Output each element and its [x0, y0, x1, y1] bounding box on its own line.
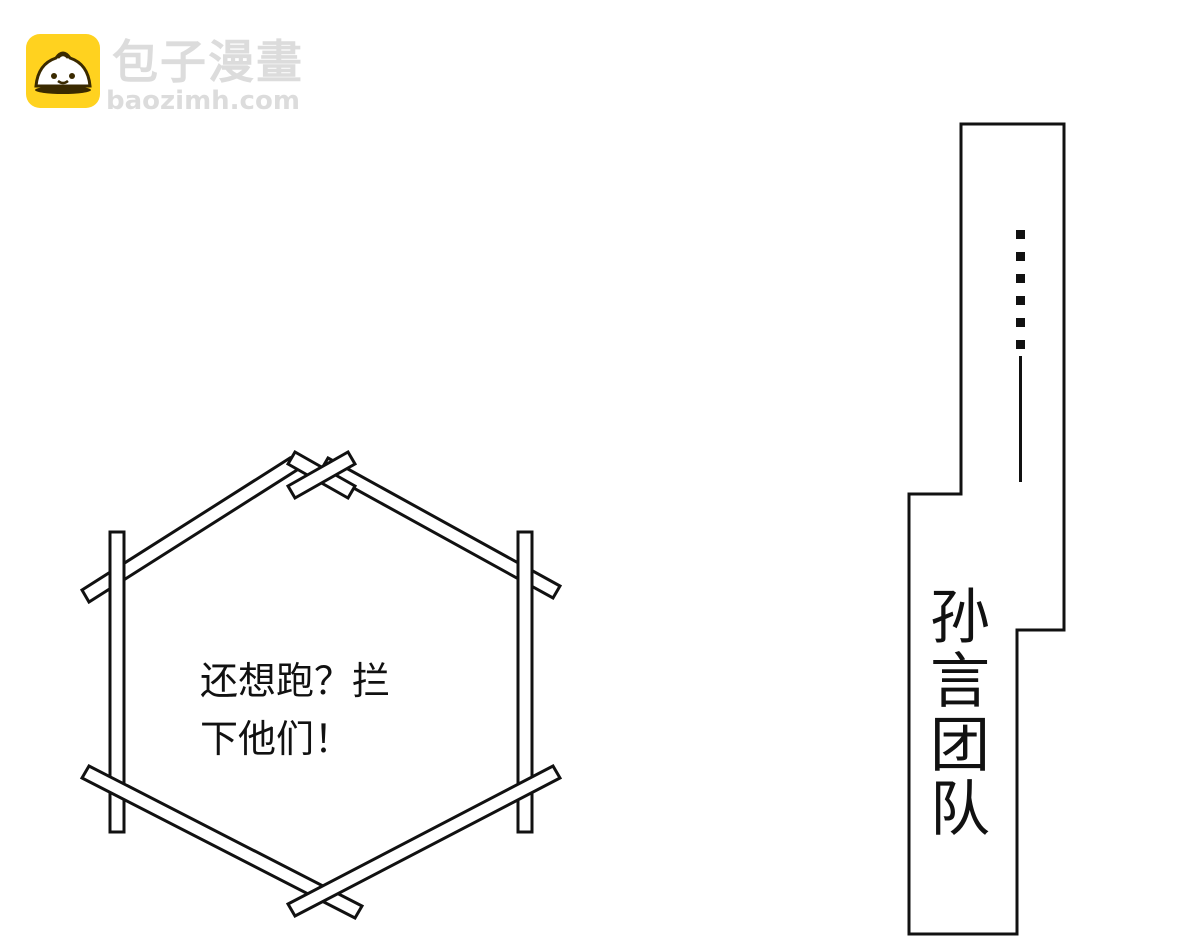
watermark: 包子漫畫 baozimh.com [26, 34, 326, 116]
bun-face-icon [26, 34, 100, 108]
speech-text: 还想跑？拦 下他们！ [200, 652, 460, 768]
watermark-url: baozimh.com [106, 86, 300, 116]
watermark-name: 包子漫畫 [112, 35, 304, 89]
caption-text: 孙言团队 [930, 583, 990, 845]
speech-line-1: 还想跑？拦 [200, 659, 391, 703]
speech-line-2: 下他们！ [200, 717, 353, 761]
